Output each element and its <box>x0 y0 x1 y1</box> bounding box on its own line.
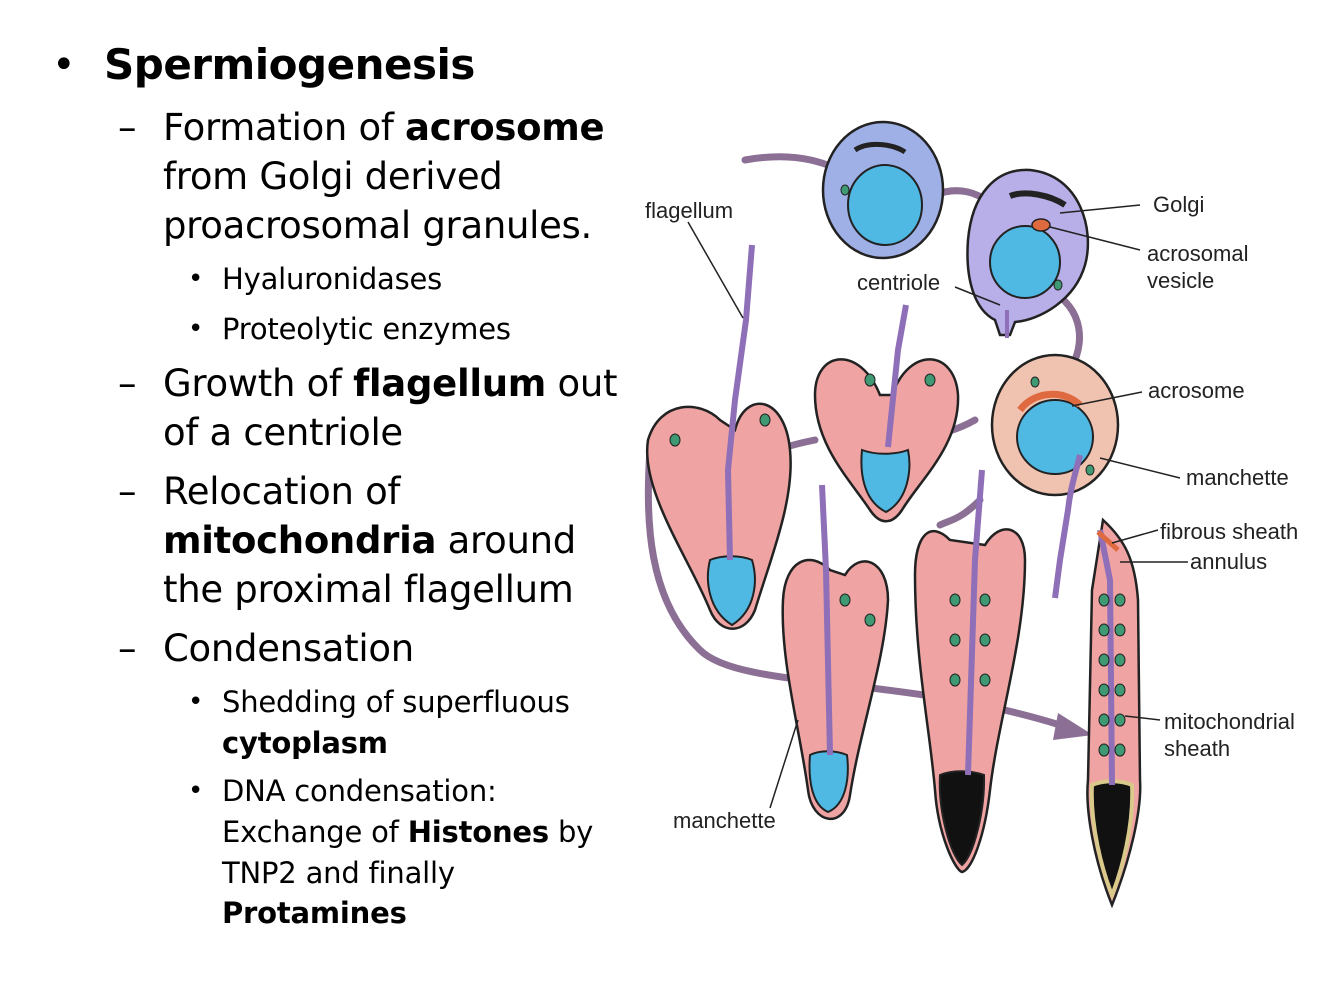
dna-line3: TNP2 and finally <box>222 856 455 890</box>
label-acrosome: acrosome <box>1148 378 1245 403</box>
cap-phase-spermatid <box>990 353 1120 599</box>
bullet-dot: • <box>188 687 204 717</box>
leader-lines <box>687 204 1188 809</box>
label-flagellum: flagellum <box>645 198 733 223</box>
bullet-dot: • <box>188 264 204 294</box>
label-manchette: manchette <box>1186 465 1289 490</box>
label-centriole: centriole <box>857 270 940 295</box>
flagellum-line1: Growth of flagellum out <box>163 362 618 405</box>
elongating-spermatid-1 <box>813 304 960 523</box>
round-spermatid-1 <box>821 120 945 260</box>
label-acrosomal-vesicle: acrosomal <box>1147 241 1248 266</box>
bullet-dot: • <box>188 776 204 806</box>
shedding-line1: Shedding of superfluous <box>222 685 570 719</box>
label-acrosomal-vesicle-2: vesicle <box>1147 268 1214 293</box>
shedding-line2: cytoplasm <box>222 726 388 760</box>
elongating-spermatid-4 <box>913 469 1027 874</box>
enzyme-item: Hyaluronidases <box>222 262 443 296</box>
acrosome-line3: proacrosomal granules. <box>163 204 592 247</box>
elongating-spermatid-2 <box>645 244 792 630</box>
dash-bullet: – <box>118 627 137 670</box>
label-manchette-bottom: manchette <box>673 808 776 833</box>
label-fibrous-sheath: fibrous sheath <box>1160 519 1298 544</box>
dash-bullet: – <box>118 362 137 405</box>
round-spermatid-2 <box>966 168 1090 338</box>
label-mitochondrial-sheath: mitochondrial <box>1164 709 1295 734</box>
dna-line4: Protamines <box>222 896 407 930</box>
bullet-dot: • <box>52 42 76 88</box>
bullet-dot: • <box>188 314 204 344</box>
label-golgi: Golgi <box>1153 192 1204 217</box>
dna-line1: DNA condensation: <box>222 774 497 808</box>
dna-line2: Exchange of Histones by <box>222 815 594 849</box>
mito-line2: mitochondria around <box>163 519 576 562</box>
dash-bullet: – <box>118 106 137 149</box>
progression-arrowhead <box>1053 713 1093 740</box>
acrosome-line1: Formation of acrosome <box>163 106 605 149</box>
label-mitochondrial-sheath-2: sheath <box>1164 736 1230 761</box>
dash-bullet: – <box>118 470 137 513</box>
spermiogenesis-diagram: flagellum centriole Golgi acrosomal vesi… <box>644 120 1298 909</box>
condensation-heading: Condensation <box>163 627 414 670</box>
mature-spermatozoon <box>1086 517 1142 909</box>
mitochondria <box>669 184 1126 757</box>
elongating-spermatid-3 <box>781 484 890 821</box>
mito-line3: the proximal flagellum <box>163 568 574 611</box>
mito-line1: Relocation of <box>163 470 401 513</box>
enzyme-item: Proteolytic enzymes <box>222 312 511 346</box>
main-heading: Spermiogenesis <box>104 40 475 89</box>
label-annulus: annulus <box>1190 549 1267 574</box>
acrosome-line2: from Golgi derived <box>163 155 503 198</box>
flagellum-line2: of a centriole <box>163 411 403 454</box>
